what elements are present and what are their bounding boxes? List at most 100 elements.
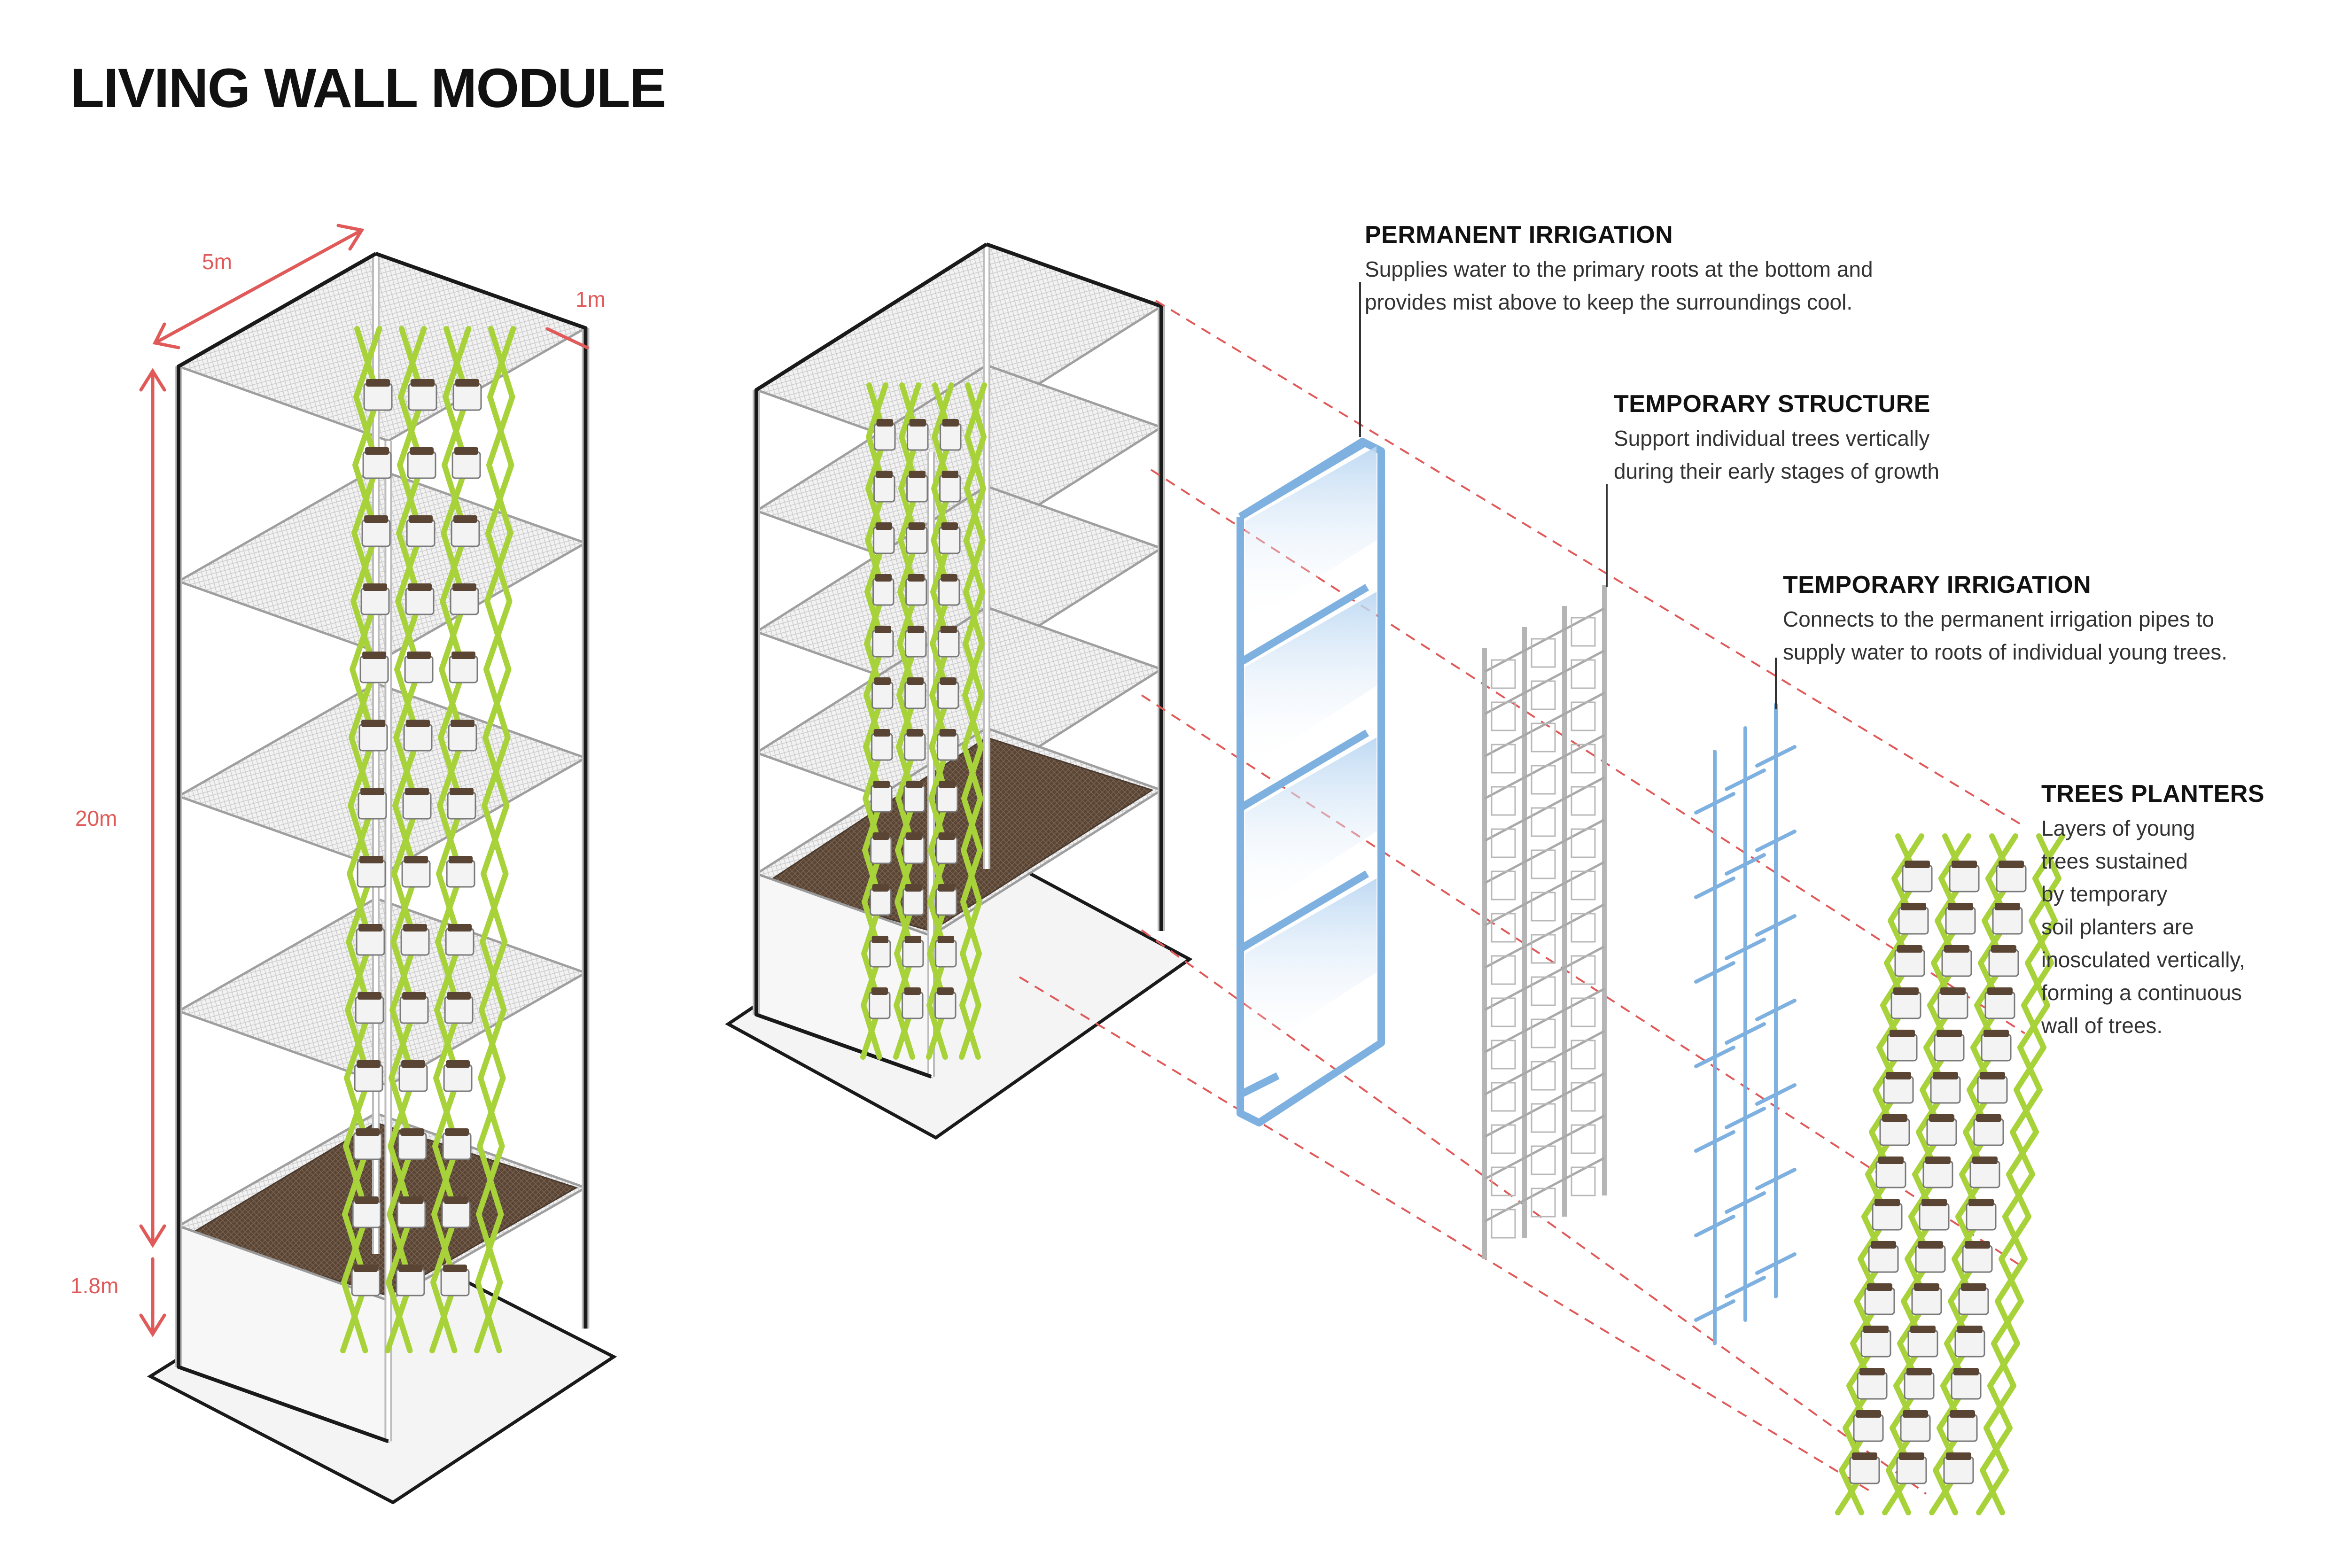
planter-soil <box>876 471 893 478</box>
planter-soil <box>1953 1368 1979 1375</box>
planter-soil <box>358 992 381 1000</box>
tree-stem <box>959 382 987 1060</box>
planter-soil <box>939 781 956 788</box>
soil-planter <box>1872 1203 1903 1231</box>
callout-line: inosculated vertically, <box>2041 947 2245 972</box>
horizontal-rung <box>1484 1072 1605 1138</box>
soil-planter <box>1849 1456 1880 1484</box>
planter-soil <box>1999 861 2024 868</box>
support-cell <box>1571 955 1596 985</box>
planter-soil <box>1946 1452 1971 1460</box>
planter-soil <box>939 729 956 737</box>
floor-slab <box>176 682 589 872</box>
dimension-arrowhead <box>152 322 180 349</box>
planter-soil <box>874 677 891 685</box>
planter-soil <box>1905 861 1930 868</box>
planter-soil <box>1929 1114 1954 1122</box>
support-cell <box>1491 1166 1516 1196</box>
planter-soil <box>937 987 954 995</box>
planter-soil <box>871 987 888 995</box>
soil-planter <box>363 383 393 411</box>
horizontal-rung <box>1484 691 1605 758</box>
pipe-branch <box>1725 1107 1766 1129</box>
support-cell <box>1491 955 1516 985</box>
planter-soil <box>365 447 389 455</box>
callout-line: Connects to the permanent irrigation pip… <box>1783 607 2214 631</box>
soil-planter <box>1958 1287 1989 1315</box>
soil-planter <box>352 1200 381 1228</box>
soil-planter <box>362 451 392 479</box>
soil-planter <box>359 655 389 683</box>
planter-soil <box>398 1265 422 1272</box>
support-cell <box>1491 659 1516 689</box>
planter-soil <box>937 936 954 943</box>
soil-planter <box>406 519 436 547</box>
planter-soil <box>1937 1030 1962 1037</box>
planter-soil <box>407 652 431 659</box>
planter-soil <box>873 729 890 737</box>
soil-planter <box>1988 949 2019 977</box>
planter-soil <box>871 936 888 943</box>
dimension-arrowhead <box>139 1224 166 1248</box>
planter-soil <box>359 856 383 863</box>
planter-soil <box>454 447 478 455</box>
planter-soil <box>909 471 926 478</box>
tree-stem <box>1980 833 2065 1515</box>
soil-planter <box>1969 1160 2000 1188</box>
horizontal-rung <box>1484 1030 1605 1096</box>
planter-soil <box>1965 1241 1990 1249</box>
callout-line: Layers of young <box>2041 816 2195 840</box>
support-cell <box>1491 870 1516 900</box>
trees-planters-wall <box>1835 833 2065 1515</box>
soil-planter <box>869 991 891 1019</box>
mist-cloud <box>1245 446 1377 625</box>
planter-soil <box>904 936 921 943</box>
mist-pipe <box>1238 730 1369 811</box>
pipe-branch <box>1694 1215 1735 1237</box>
soil-planter <box>935 939 957 968</box>
horizontal-rung <box>1484 607 1605 673</box>
callout-line: forming a continuous <box>2041 980 2242 1005</box>
support-cell <box>1531 1018 1556 1048</box>
callout-temporary-structure: TEMPORARY STRUCTURE Support individual t… <box>1614 390 1939 488</box>
support-cell <box>1571 1124 1596 1154</box>
soil-planter <box>450 587 479 615</box>
support-cell <box>1491 1040 1516 1070</box>
planter-soil <box>1933 1072 1958 1079</box>
planter-soil <box>446 1060 470 1068</box>
planter-soil <box>1944 945 1969 953</box>
soil-planter <box>1930 1076 1961 1104</box>
horizontal-rung <box>1484 903 1605 969</box>
soil-planter <box>1945 907 1976 935</box>
soil-planter <box>397 1132 427 1160</box>
planter-soil <box>906 781 923 788</box>
planter-soil <box>904 987 921 995</box>
soil-planter <box>452 383 482 411</box>
planter-soil <box>906 729 923 737</box>
soil-planter <box>353 1132 382 1160</box>
planter-soil <box>1867 1283 1892 1291</box>
planter-soil <box>872 884 889 892</box>
dimension-arrowhead <box>336 224 365 251</box>
planter-soil <box>905 884 922 892</box>
planter-soil <box>908 522 925 530</box>
soil-planter <box>448 723 477 752</box>
planter-soil <box>1875 1199 1900 1206</box>
tree-stem <box>1976 833 2061 1515</box>
planter-soil <box>443 1265 467 1272</box>
support-cell <box>1531 976 1556 1006</box>
tower-isometric-full <box>139 224 617 1505</box>
permanent-irrigation-frame <box>1237 438 1385 1126</box>
support-cell <box>1571 913 1596 943</box>
pipe-branch <box>1694 792 1735 815</box>
support-cell <box>1531 1188 1556 1218</box>
pipe-branch <box>1725 1022 1766 1045</box>
planter-soil <box>940 677 957 685</box>
tower-outline <box>986 242 1163 931</box>
planter-soil <box>907 626 924 633</box>
temporary-irrigation-pipes <box>1694 703 1797 1345</box>
dimension-height-label: 20m <box>75 806 117 831</box>
planter-soil <box>411 379 435 387</box>
pipe-branch <box>1725 853 1766 876</box>
projection-guide <box>1150 469 2026 1034</box>
